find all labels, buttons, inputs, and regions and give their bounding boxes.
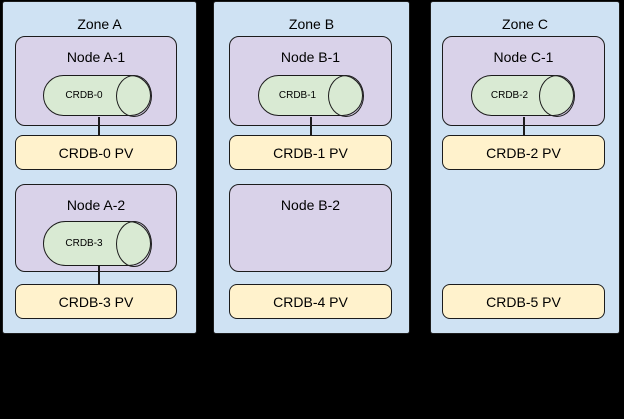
- pv-label: CRDB-3 PV: [58, 293, 134, 310]
- pod-label: CRDB-3: [65, 238, 103, 249]
- node-b2: Node B-2: [229, 184, 392, 272]
- pv-label: CRDB-4 PV: [273, 293, 348, 310]
- connector-line: [98, 266, 100, 285]
- pv-box: CRDB-1 PV: [229, 135, 392, 170]
- node-a1-title: Node A-1: [66, 49, 126, 65]
- crdb-pod-cylinder: CRDB-3: [43, 220, 152, 267]
- zone-a-title: Zone A: [77, 16, 122, 32]
- node-b2-title: Node B-2: [280, 197, 341, 213]
- pv-box: CRDB-3 PV: [15, 284, 177, 319]
- zone-a: Zone A Node A-1 CRDB-0 CRDB-0 PV Node A-…: [2, 1, 197, 334]
- crdb-pod-cylinder: CRDB-2: [471, 74, 575, 117]
- pv-box: CRDB-4 PV: [229, 284, 392, 319]
- pv-label: CRDB-5 PV: [486, 293, 561, 310]
- connector-line: [98, 117, 100, 136]
- pod-label: CRDB-1: [278, 90, 317, 101]
- pv-label: CRDB-1 PV: [273, 144, 348, 161]
- pv-box: CRDB-5 PV: [442, 284, 605, 319]
- zone-b: Zone B Node B-1 CRDB-1 CRDB-1 PV Node B-…: [213, 1, 410, 334]
- cylinder-cap: [115, 74, 152, 117]
- zone-c-title: Zone C: [502, 16, 548, 32]
- pv-box: CRDB-2 PV: [442, 135, 605, 170]
- node-a1: Node A-1 CRDB-0: [15, 36, 177, 126]
- connector-line: [523, 117, 525, 136]
- cylinder-cap: [327, 74, 364, 117]
- crdb-pod-cylinder: CRDB-1: [258, 74, 364, 117]
- pod-label: CRDB-0: [65, 90, 103, 101]
- node-a2: Node A-2 CRDB-3: [15, 184, 177, 272]
- node-c1: Node C-1 CRDB-2: [442, 36, 605, 126]
- pod-label: CRDB-2: [490, 90, 529, 101]
- pv-label: CRDB-0 PV: [58, 144, 134, 161]
- node-c1-title: Node C-1: [493, 49, 554, 65]
- node-a2-title: Node A-2: [66, 197, 126, 213]
- zone-c: Zone C Node C-1 CRDB-2 CRDB-2 PV CRDB-5 …: [430, 1, 620, 334]
- zone-b-title: Zone B: [288, 16, 335, 32]
- connector-line: [310, 117, 312, 136]
- pv-box: CRDB-0 PV: [15, 135, 177, 170]
- pv-label: CRDB-2 PV: [486, 144, 561, 161]
- cylinder-cap: [115, 220, 152, 267]
- node-b1: Node B-1 CRDB-1: [229, 36, 392, 126]
- cylinder-cap: [538, 74, 575, 117]
- node-b1-title: Node B-1: [280, 49, 341, 65]
- crdb-pod-cylinder: CRDB-0: [43, 74, 152, 117]
